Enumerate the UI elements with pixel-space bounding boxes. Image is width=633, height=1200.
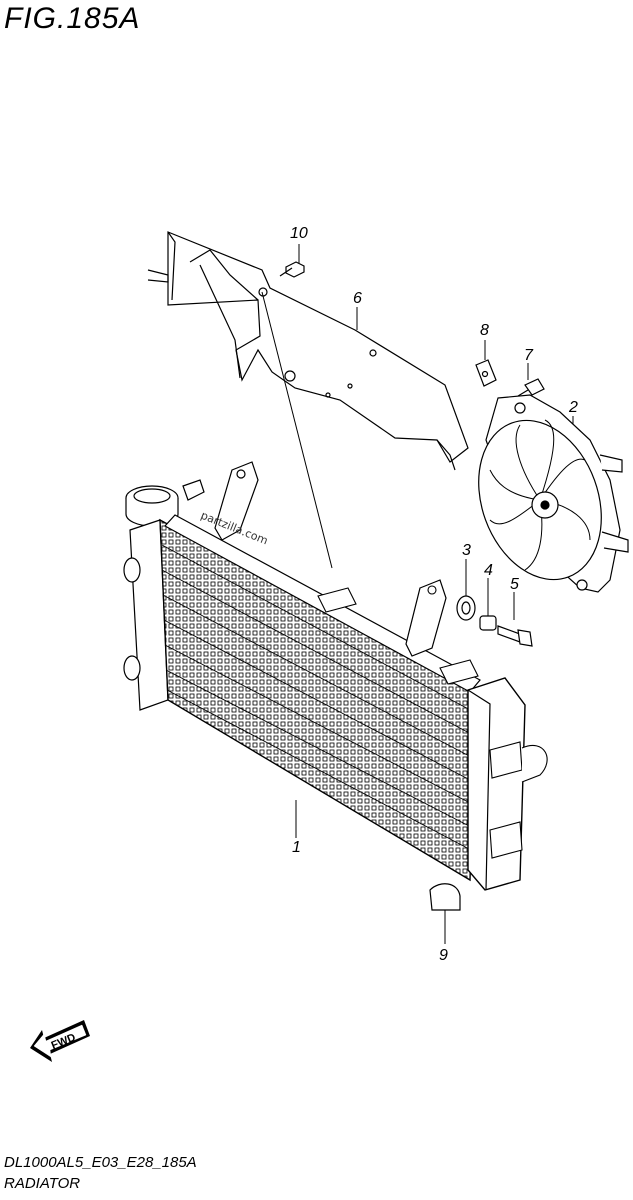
diagram-code: DL1000AL5_E03_E28_185A: [4, 1154, 197, 1171]
figure-title: FIG.185A: [4, 2, 141, 35]
callout-10: 10: [290, 225, 308, 242]
callout-2: 2: [568, 399, 578, 416]
callout-8: 8: [480, 322, 489, 339]
callout-5: 5: [510, 576, 519, 593]
radiator-cap: [125, 479, 205, 527]
part-10-bolt: [279, 261, 305, 278]
part-8-clip-nut: [475, 359, 497, 387]
fwd-arrow-badge: FWD: [30, 1020, 90, 1062]
part-5-bolt: [497, 625, 533, 647]
part-6-radiator-cover: [147, 231, 469, 471]
callout-6: 6: [353, 290, 362, 307]
part-3-grommet: [456, 595, 476, 621]
diagram-name: RADIATOR: [4, 1175, 81, 1192]
callout-7: 7: [524, 347, 534, 364]
part-9-cushion: [429, 883, 461, 911]
part-1-radiator: [123, 514, 548, 891]
callout-4: 4: [484, 562, 493, 579]
callout-9: 9: [439, 947, 448, 964]
callout-1: 1: [292, 839, 301, 856]
radiator-upper-bracket: [214, 461, 259, 541]
part-7-screw: [517, 378, 545, 397]
callout-3: 3: [462, 542, 471, 559]
part-4-collar: [479, 615, 497, 631]
leader-lines: [261, 244, 574, 944]
part-2-cooling-fan: [478, 394, 629, 593]
callout-labels: 1 2 3 4 5 6 7 8 9 10: [290, 225, 578, 964]
